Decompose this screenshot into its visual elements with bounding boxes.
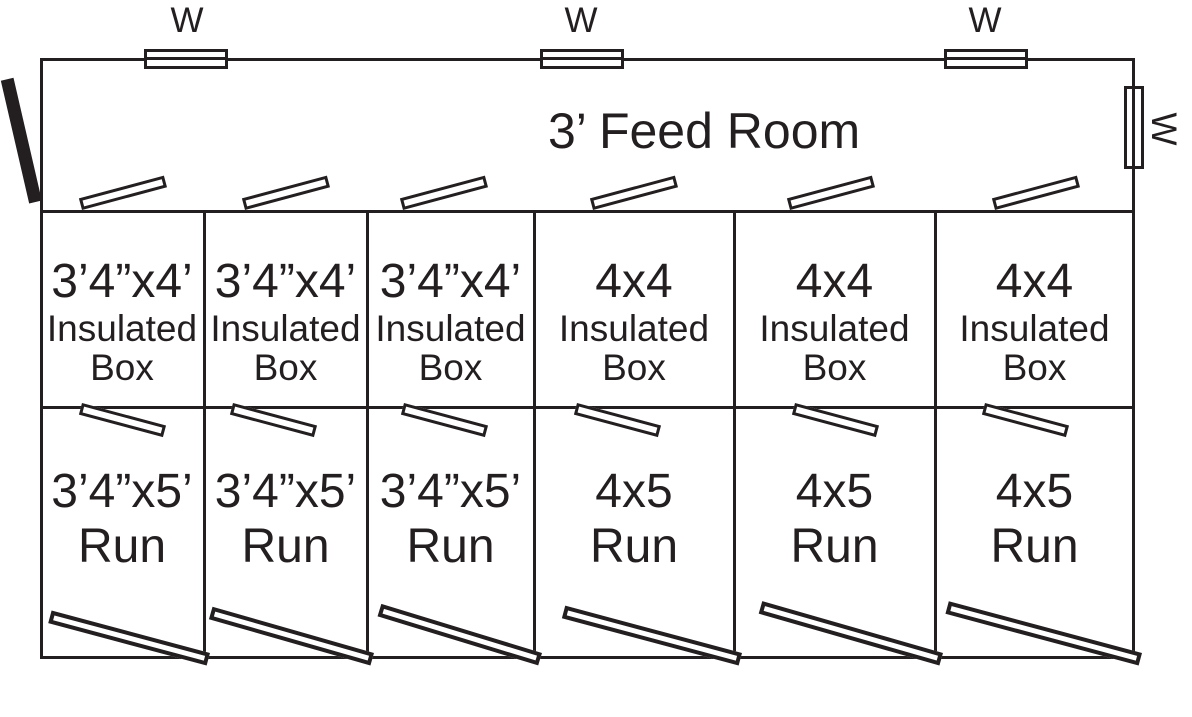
feed-room-door-swing-icon [589, 175, 679, 210]
run-cell-2: 3’4”x5’ Run [204, 409, 367, 656]
box-cell-3: 3’4”x4’ Insulated Box [367, 213, 534, 406]
feed-room-label: 3’ Feed Room [548, 103, 861, 159]
box-size-label: 4x4 [795, 255, 874, 308]
run-label: Run [990, 519, 1079, 573]
box-size-label: 4x4 [995, 255, 1074, 308]
window-pane-divider [147, 57, 225, 60]
run-size-label: 4x5 [995, 464, 1074, 518]
feed-room-door-swing-icon [399, 175, 489, 210]
column-divider-1 [203, 210, 206, 659]
run-cell-5: 4x5 Run [734, 409, 935, 656]
column-divider-4 [733, 210, 736, 659]
run-size-label: 4x5 [795, 464, 874, 518]
box-cell-2: 3’4”x4’ Insulated Box [204, 213, 367, 406]
run-cell-1: 3’4”x5’ Run [40, 409, 204, 656]
window-icon [944, 49, 1028, 69]
box-type-label: Box [418, 347, 483, 388]
box-size-label: 4x4 [595, 255, 673, 308]
run-size-label: 4x5 [595, 464, 673, 518]
feed-room-door-swing-icon [991, 175, 1081, 210]
column-divider-2 [366, 210, 369, 659]
window-icon [540, 49, 624, 69]
window-icon [1124, 86, 1144, 169]
feed-room-door-swing-icon [241, 175, 331, 210]
window-pane-divider [947, 57, 1025, 60]
box-type-label: Insulated [558, 308, 710, 349]
window-pane-divider [1132, 89, 1135, 166]
run-size-label: 3’4”x5’ [214, 464, 357, 518]
window-label: W [1144, 112, 1183, 146]
box-size-label: 3’4”x4’ [214, 255, 357, 308]
run-size-label: 3’4”x5’ [51, 464, 193, 518]
box-type-label: Box [802, 347, 867, 388]
box-type-label: Insulated [46, 308, 198, 349]
left-wall [40, 58, 43, 659]
box-type-label: Insulated [959, 308, 1110, 349]
feed-room-wall [40, 210, 1135, 213]
column-divider-5 [934, 210, 937, 659]
box-type-label: Box [253, 347, 318, 388]
feed-room-door-swing-icon [786, 175, 876, 210]
box-type-label: Box [1002, 347, 1067, 388]
window-label: W [170, 1, 204, 40]
box-cell-1: 3’4”x4’ Insulated Box [40, 213, 204, 406]
box-type-label: Box [90, 347, 154, 388]
window-label: W [564, 1, 598, 40]
run-label: Run [77, 519, 167, 573]
box-cell-4: 4x4 Insulated Box [534, 213, 734, 406]
window-pane-divider [543, 57, 621, 60]
entry-door-icon [0, 77, 42, 204]
box-type-label: Insulated [210, 308, 361, 349]
box-type-label: Insulated [375, 308, 526, 349]
run-label: Run [790, 519, 879, 573]
run-label: Run [241, 519, 330, 573]
run-cell-4: 4x5 Run [534, 409, 734, 656]
box-size-label: 3’4”x4’ [379, 255, 522, 308]
box-size-label: 3’4”x4’ [51, 255, 193, 308]
feed-room-door-swing-icon [78, 175, 168, 210]
column-divider-3 [533, 210, 536, 659]
run-label: Run [406, 519, 495, 573]
window-icon [144, 49, 228, 69]
run-size-label: 3’4”x5’ [379, 464, 522, 518]
right-wall [1132, 58, 1135, 659]
box-cell-5: 4x4 Insulated Box [734, 213, 935, 406]
box-type-label: Box [602, 347, 666, 388]
box-type-label: Insulated [759, 308, 910, 349]
box-cell-6: 4x4 Insulated Box [935, 213, 1134, 406]
run-label: Run [589, 519, 679, 573]
run-cell-6: 4x5 Run [935, 409, 1134, 656]
window-label: W [968, 1, 1002, 40]
bottom-wall [40, 656, 1135, 659]
run-cell-3: 3’4”x5’ Run [367, 409, 534, 656]
